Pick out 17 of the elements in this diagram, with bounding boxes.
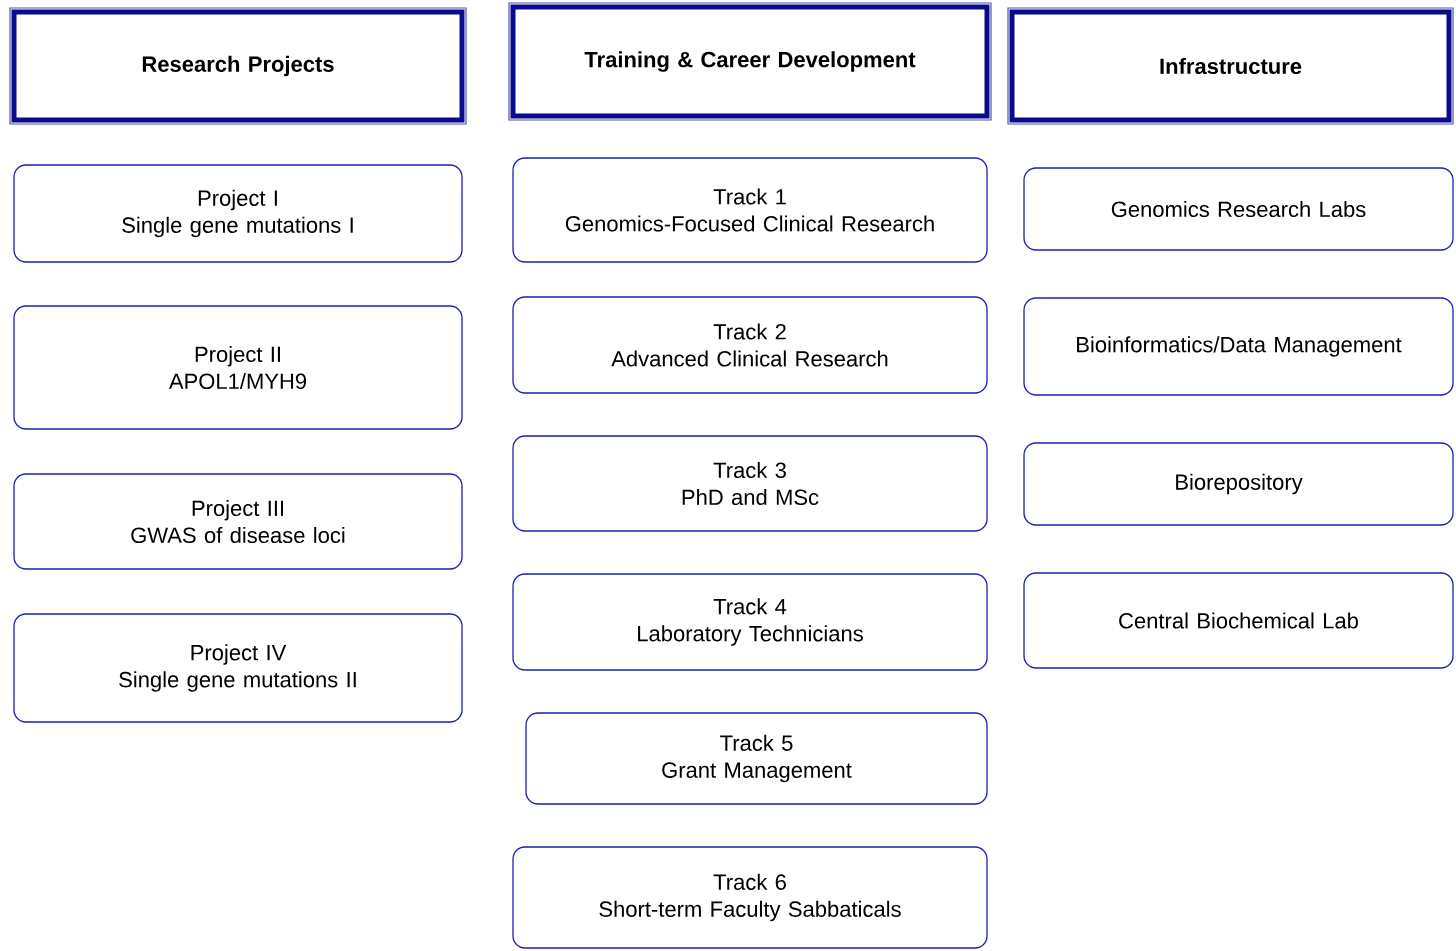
rounded-box: Bioinformatics/Data Management [1023, 297, 1454, 396]
header-box: Training & Career Development [508, 2, 992, 121]
rounded-box: Track 3 PhD and MSc [512, 435, 988, 532]
rounded-box: Track 1 Genomics-Focused Clinical Research [512, 157, 988, 263]
rounded-box: Project I Single gene mutations I [13, 164, 463, 263]
rounded-box: Track 5 Grant Management [525, 712, 988, 805]
rounded-box: Track 6 Short-term Faculty Sabbaticals [512, 846, 988, 949]
header-box: Infrastructure [1007, 7, 1454, 125]
rounded-box: Central Biochemical Lab [1023, 572, 1454, 669]
header-box: Research Projects [9, 7, 467, 125]
rounded-box: Track 4 Laboratory Technicians [512, 573, 988, 671]
rounded-box: Project II APOL1/MYH9 [13, 305, 463, 430]
rounded-box: Genomics Research Labs [1023, 167, 1454, 251]
rounded-box: Biorepository [1023, 442, 1454, 526]
rounded-box: Project IV Single gene mutations II [13, 613, 463, 723]
rounded-box: Project III GWAS of disease loci [13, 473, 463, 570]
rounded-box: Track 2 Advanced Clinical Research [512, 296, 988, 394]
